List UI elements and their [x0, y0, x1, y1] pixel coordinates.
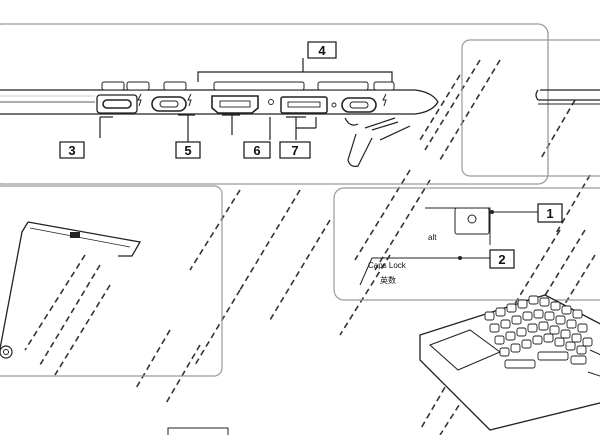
hatch-lines [24, 59, 596, 435]
thunderbolt-icon [137, 93, 142, 107]
tablet-panel [0, 185, 223, 377]
usb-c-port-3 [341, 93, 387, 113]
group-bracket [197, 71, 393, 82]
port-leaders [99, 114, 317, 142]
ports-panel: 3 5 6 7 4 [0, 23, 549, 185]
callout-4: 4 [307, 41, 337, 59]
callout-1-label: 1 [546, 206, 553, 221]
closed-device-edge [535, 89, 600, 101]
hdmi-indicator-icon [268, 99, 274, 105]
chinese-key-label: 英数 [380, 275, 396, 285]
keyboard-overview [419, 294, 600, 431]
closed-device-panel [461, 39, 600, 177]
callout-6-label: 6 [253, 143, 260, 158]
usb-c-port-2 [151, 93, 192, 112]
callout-2-label: 2 [498, 252, 505, 267]
tablet-button-icon [0, 345, 13, 359]
callout-3-label: 3 [68, 143, 75, 158]
thunderbolt-icon [187, 93, 192, 107]
alt-key-label: alt [428, 233, 437, 242]
callout-5: 5 [175, 141, 201, 159]
keyboard-zoom-panel: alt Caps Lock 英数 1 2 [333, 187, 600, 301]
callout-4-label: 4 [318, 43, 326, 58]
tablet-outline [0, 221, 142, 353]
callout-1: 1 [537, 203, 563, 223]
keyboard-zoom-frame [333, 187, 600, 301]
usb-c-port-1 [96, 93, 142, 114]
callout-6: 6 [243, 141, 271, 159]
power-icon [467, 214, 477, 224]
tablet-frame [0, 185, 223, 377]
thunderbolt-icon [382, 93, 387, 107]
usb-a-port [280, 96, 337, 114]
alt-key [454, 207, 490, 235]
callout-7-label: 7 [291, 143, 298, 158]
hdmi-port [211, 95, 274, 114]
headphone-icon [331, 102, 337, 108]
closed-device-frame [461, 39, 600, 177]
callout-7: 7 [279, 141, 311, 159]
caps-lock-label: Caps Lock [368, 261, 407, 270]
camera-icon [70, 232, 80, 238]
callout-3: 3 [59, 141, 85, 159]
callout-2: 2 [489, 249, 515, 269]
callout-5-label: 5 [184, 143, 191, 158]
keyboard-keys [484, 295, 593, 369]
stylus-pen [344, 117, 411, 167]
top-edge-tabs [101, 81, 395, 91]
page-edge-fragment [167, 427, 229, 435]
